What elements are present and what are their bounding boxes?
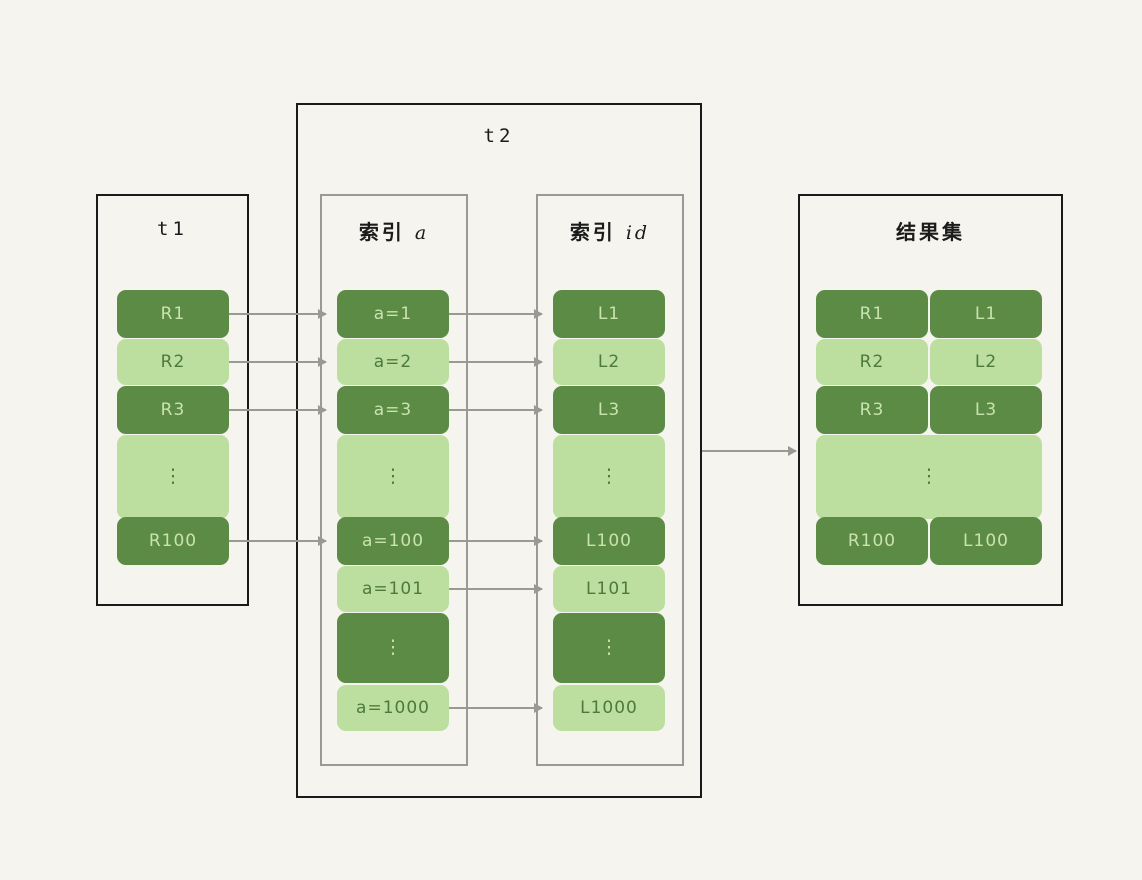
index-a-to-id-arrow-2 (449, 405, 543, 415)
t1-to-index-a-arrow-2 (229, 405, 327, 415)
result-title: 结果集 (896, 220, 965, 244)
cell-label: L100 (963, 531, 1009, 551)
cell-label: L1 (974, 304, 998, 324)
result-cell-span-3[interactable]: ⋮ (816, 435, 1042, 519)
t1-to-index-a-arrow-4 (229, 536, 327, 546)
cell-label: L100 (586, 531, 632, 551)
index-id-title-cjk: 索引 (569, 220, 616, 244)
cell-label: a=2 (373, 352, 413, 372)
cell-label: R3 (859, 400, 885, 420)
cell-label: L2 (974, 352, 998, 372)
result-cell-left-2[interactable]: R3 (816, 386, 928, 434)
cell-label: R1 (859, 304, 885, 324)
cell-label: R2 (160, 352, 186, 372)
index-a-to-id-arrow-0 (449, 309, 543, 319)
cell-label: a=100 (361, 531, 425, 551)
ellipsis-label: ⋮ (599, 636, 619, 659)
cell-label: L3 (974, 400, 998, 420)
index-id-cell-1[interactable]: L2 (553, 339, 665, 385)
ellipsis-label: ⋮ (383, 465, 403, 488)
t1-cell-4[interactable]: R100 (117, 517, 229, 565)
result-cell-left-0[interactable]: R1 (816, 290, 928, 338)
cell-label: R2 (859, 352, 885, 372)
t2-to-result-arrow (702, 446, 797, 456)
index-id-cell-4[interactable]: L100 (553, 517, 665, 565)
index-a-cell-5[interactable]: a=101 (337, 566, 449, 612)
index-id-title-latin: id (625, 222, 651, 244)
result-cell-right-4[interactable]: L100 (930, 517, 1042, 565)
index-a-cell-1[interactable]: a=2 (337, 339, 449, 385)
ellipsis-label: ⋮ (163, 465, 183, 488)
index-a-to-id-arrow-5 (449, 703, 543, 713)
index-id-cell-6[interactable]: ⋮ (553, 613, 665, 683)
index-id-cell-7[interactable]: L1000 (553, 685, 665, 731)
cell-label: L2 (597, 352, 621, 372)
index-a-cell-7[interactable]: a=1000 (337, 685, 449, 731)
cell-label: L3 (597, 400, 621, 420)
ellipsis-label: ⋮ (599, 465, 619, 488)
result-cell-right-2[interactable]: L3 (930, 386, 1042, 434)
index-a-cell-2[interactable]: a=3 (337, 386, 449, 434)
cell-label: a=3 (373, 400, 413, 420)
index-id-cell-2[interactable]: L3 (553, 386, 665, 434)
ellipsis-label: ⋮ (919, 465, 939, 488)
ellipsis-label: ⋮ (383, 636, 403, 659)
t1-cell-2[interactable]: R3 (117, 386, 229, 434)
t2-title: t2 (483, 125, 515, 147)
result-cell-right-1[interactable]: L2 (930, 339, 1042, 385)
cell-label: R3 (160, 400, 186, 420)
index-a-title: 索引 a (322, 216, 466, 245)
cell-label: R100 (148, 531, 198, 551)
cell-label: L1 (597, 304, 621, 324)
index-id-title: 索引 id (538, 216, 682, 245)
index-a-to-id-arrow-1 (449, 357, 543, 367)
index-id-cell-5[interactable]: L101 (553, 566, 665, 612)
cell-label: a=1000 (356, 698, 430, 718)
cell-label: R100 (847, 531, 897, 551)
index-a-cell-0[interactable]: a=1 (337, 290, 449, 338)
index-a-cell-4[interactable]: a=100 (337, 517, 449, 565)
t1-cell-1[interactable]: R2 (117, 339, 229, 385)
t1-title: t1 (157, 218, 188, 240)
result-cell-right-0[interactable]: L1 (930, 290, 1042, 338)
cell-label: R1 (160, 304, 186, 324)
index-id-cell-3[interactable]: ⋮ (553, 435, 665, 519)
t1-cell-0[interactable]: R1 (117, 290, 229, 338)
result-cell-left-1[interactable]: R2 (816, 339, 928, 385)
index-a-cell-6[interactable]: ⋮ (337, 613, 449, 683)
result-cell-left-4[interactable]: R100 (816, 517, 928, 565)
t1-to-index-a-arrow-1 (229, 357, 327, 367)
cell-label: a=101 (361, 579, 425, 599)
index-a-to-id-arrow-3 (449, 536, 543, 546)
t1-to-index-a-arrow-0 (229, 309, 327, 319)
cell-label: a=1 (373, 304, 413, 324)
index-a-title-cjk: 索引 (358, 220, 405, 244)
t1-cell-3[interactable]: ⋮ (117, 435, 229, 519)
index-a-cell-3[interactable]: ⋮ (337, 435, 449, 519)
cell-label: L101 (586, 579, 632, 599)
index-a-to-id-arrow-4 (449, 584, 543, 594)
cell-label: L1000 (580, 698, 638, 718)
index-id-cell-0[interactable]: L1 (553, 290, 665, 338)
index-a-title-latin: a (414, 222, 430, 244)
